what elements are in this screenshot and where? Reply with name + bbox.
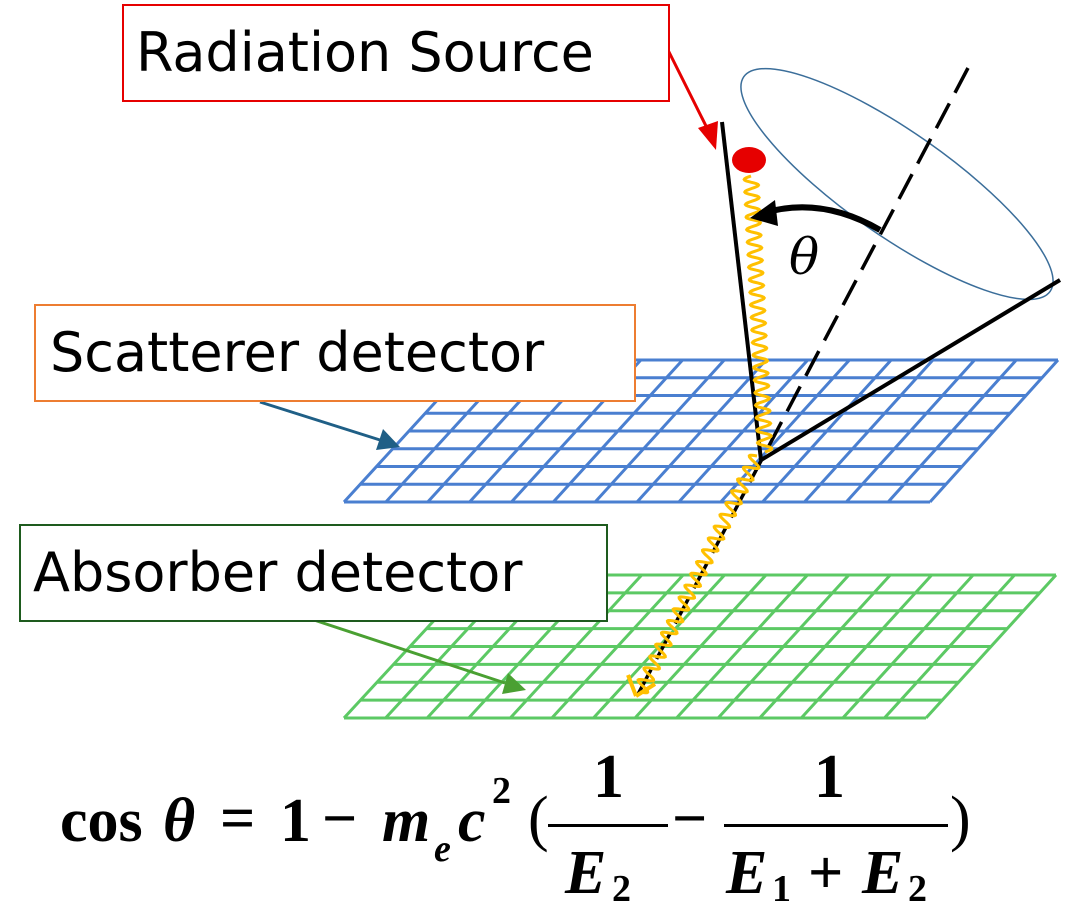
formula-m: m [382,787,431,855]
formula-fraction-bar-1 [548,824,668,827]
formula-cos: cos [60,787,143,855]
formula-denominator-1-E: E [565,839,607,907]
angle-arc [759,204,882,233]
formula-equals: = [220,785,256,853]
formula-c: c [458,787,486,855]
scatterer-pointer-arrow [259,400,381,442]
absorber-detector-label-text: Absorber detector [33,541,523,604]
cone-base-ellipse [740,67,1054,301]
formula-denominator-2-E1-sub: 1 [772,868,791,910]
formula-denominator-2-E1: E [726,839,768,907]
formula-denominator-1-sub: 2 [612,868,631,910]
absorber-pointer-arrow [313,618,506,685]
formula-denominator-2-E2: E [862,839,904,907]
photon-arrowhead [626,674,657,698]
radiation-source-dot [732,147,766,173]
formula-numerator-1: 1 [593,743,624,811]
scattered-photon-path [636,453,761,695]
radiation-source-label: Radiation Source [122,4,670,102]
formula-c-sup: 2 [492,770,511,812]
formula-denominator-2-E2-sub: 2 [908,868,927,910]
scatterer-pointer-arrowhead [376,429,400,450]
formula-close-paren: ) [950,785,971,853]
formula-numerator-2: 1 [814,743,845,811]
formula-plus: + [808,839,844,907]
angle-arc-arrowhead [750,200,778,226]
radiation-source-label-text: Radiation Source [136,21,594,84]
formula-one: 1 [280,787,311,855]
cone-right-edge [759,278,1062,462]
formula-open-paren: ( [528,785,549,853]
scatterer-detector-label-text: Scatterer detector [50,321,545,384]
incident-photon-path [742,174,774,454]
formula-minus: − [322,785,358,853]
absorber-pointer-arrowhead [502,673,526,694]
source-pointer-arrowhead [698,121,718,150]
formula-fraction-bar-2 [724,824,948,827]
scatterer-detector-label: Scatterer detector [34,304,636,402]
angle-theta-label: θ [789,228,820,286]
absorber-detector-label: Absorber detector [19,524,608,622]
source-pointer-arrow [666,49,710,131]
formula-e-sub: e [434,828,451,870]
cone-left-edge [720,121,763,461]
formula-minus-2: − [672,785,708,853]
compton-formula: cos θ = 1 − m e c 2 ( 1 E 2 − 1 E 1 + E … [60,746,1020,917]
formula-theta: θ [163,787,196,855]
